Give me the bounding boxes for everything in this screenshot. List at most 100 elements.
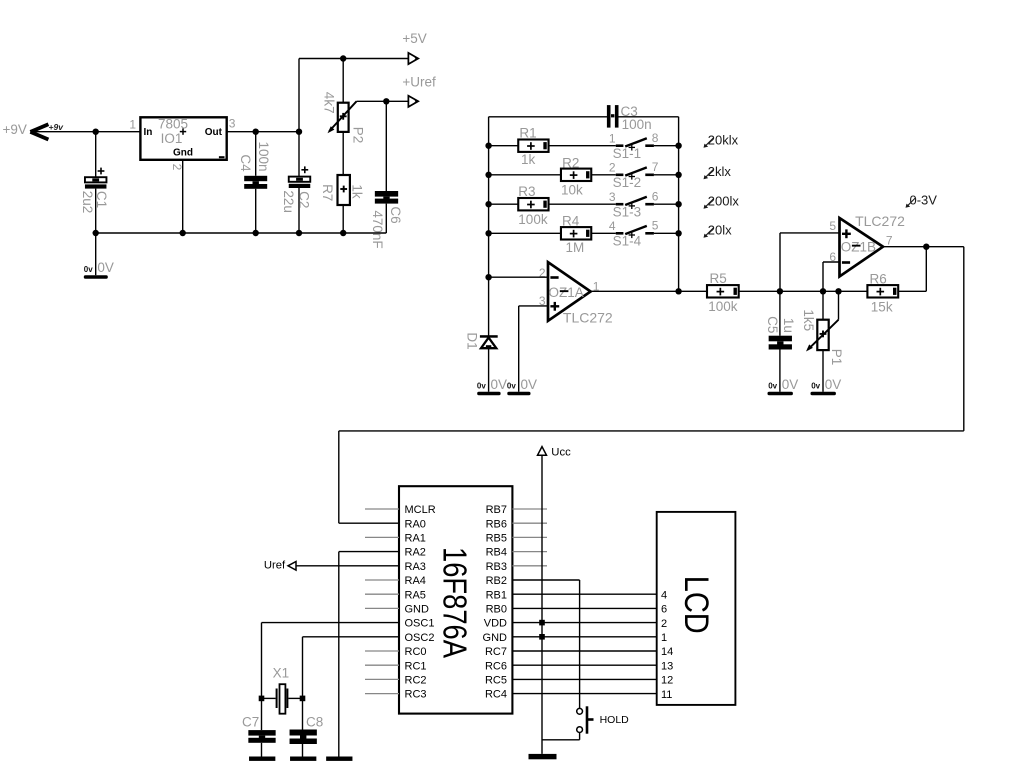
svg-text:3: 3 [539, 294, 546, 308]
svg-text:4: 4 [609, 219, 616, 233]
svg-text:TLC272: TLC272 [563, 309, 613, 325]
svg-text:RC2: RC2 [405, 675, 427, 687]
svg-text:RB0: RB0 [486, 604, 507, 616]
svg-text:C6: C6 [388, 206, 403, 223]
svg-text:1: 1 [593, 280, 600, 294]
svg-text:20lx: 20lx [708, 223, 732, 238]
svg-text:14: 14 [661, 646, 673, 658]
svg-text:0v: 0v [507, 382, 516, 391]
svg-text:S1-4: S1-4 [613, 234, 642, 249]
svg-text:X1: X1 [273, 665, 290, 680]
svg-text:Uref: Uref [264, 559, 286, 571]
svg-text:2klx: 2klx [708, 164, 732, 179]
svg-text:OZ1B: OZ1B [841, 240, 876, 255]
svg-text:1k: 1k [521, 152, 536, 167]
svg-text:6: 6 [652, 190, 659, 204]
svg-text:RC1: RC1 [405, 660, 427, 672]
svg-text:Gnd: Gnd [173, 148, 193, 159]
svg-text:RB4: RB4 [486, 547, 507, 559]
svg-text:R1: R1 [519, 126, 536, 141]
svg-text:11: 11 [661, 689, 672, 701]
svg-text:In: In [144, 127, 153, 138]
svg-text:15k: 15k [871, 299, 893, 314]
svg-text:Out: Out [205, 127, 223, 138]
svg-text:0-3V: 0-3V [910, 192, 938, 207]
svg-text:GND: GND [483, 632, 508, 644]
svg-text:RC4: RC4 [485, 689, 507, 701]
svg-text:C4: C4 [238, 154, 253, 172]
svg-text:C7: C7 [242, 715, 259, 730]
svg-text:0v: 0v [811, 382, 820, 391]
svg-text:HOLD: HOLD [600, 714, 630, 726]
svg-text:5: 5 [829, 219, 836, 233]
svg-text:2: 2 [539, 266, 546, 280]
svg-text:3: 3 [229, 117, 236, 131]
svg-text:C5: C5 [765, 316, 780, 333]
svg-text:RB1: RB1 [486, 589, 507, 601]
svg-text:0V: 0V [97, 260, 114, 275]
svg-text:3: 3 [609, 190, 616, 204]
svg-text:RA0: RA0 [405, 518, 426, 530]
svg-text:RA4: RA4 [405, 575, 426, 587]
svg-text:6: 6 [829, 250, 836, 264]
svg-text:C1: C1 [94, 191, 109, 208]
svg-text:RB5: RB5 [486, 533, 507, 545]
svg-text:RC5: RC5 [485, 675, 507, 687]
svg-text:RB3: RB3 [486, 561, 507, 573]
svg-text:100n: 100n [256, 141, 271, 171]
svg-text:S1-2: S1-2 [613, 175, 642, 190]
svg-text:20klx: 20klx [708, 133, 739, 148]
svg-text:GND: GND [405, 604, 430, 616]
svg-text:S1-1: S1-1 [613, 146, 642, 161]
svg-text:R5: R5 [710, 271, 727, 286]
svg-text:470nF: 470nF [370, 210, 385, 248]
svg-text:0V: 0V [491, 377, 508, 392]
svg-text:RC3: RC3 [405, 689, 427, 701]
svg-text:1: 1 [609, 132, 616, 146]
svg-text:4k7: 4k7 [321, 92, 336, 114]
svg-text:8: 8 [652, 131, 659, 145]
svg-text:VDD: VDD [484, 618, 507, 630]
svg-text:6: 6 [661, 604, 667, 616]
svg-text:1: 1 [129, 118, 136, 132]
svg-text:RB7: RB7 [486, 504, 507, 516]
svg-text:OZ1A: OZ1A [549, 285, 584, 300]
svg-text:2: 2 [170, 164, 184, 171]
svg-text:2u2: 2u2 [80, 191, 95, 214]
svg-text:12: 12 [661, 675, 673, 687]
svg-text:0V: 0V [521, 377, 538, 392]
svg-text:C8: C8 [306, 714, 323, 729]
svg-text:RB2: RB2 [486, 575, 507, 587]
svg-text:1: 1 [661, 632, 667, 644]
svg-text:OSC2: OSC2 [405, 632, 435, 644]
svg-text:P2: P2 [351, 127, 366, 144]
svg-text:C2: C2 [297, 191, 312, 208]
svg-text:RC0: RC0 [405, 646, 427, 658]
svg-text:OSC1: OSC1 [405, 618, 435, 630]
svg-text:RA1: RA1 [405, 533, 426, 545]
svg-text:R4: R4 [562, 213, 580, 228]
svg-text:7: 7 [886, 233, 893, 247]
svg-text:100k: 100k [708, 299, 738, 314]
svg-text:MCLR: MCLR [405, 504, 436, 516]
svg-text:22u: 22u [281, 190, 296, 213]
svg-text:7805: 7805 [158, 116, 188, 131]
svg-text:R2: R2 [562, 155, 579, 170]
svg-text:0V: 0V [825, 377, 842, 392]
svg-text:1u: 1u [781, 318, 796, 333]
svg-text:4: 4 [661, 589, 667, 601]
svg-text:+9v: +9v [49, 122, 65, 132]
svg-text:+Uref: +Uref [402, 75, 436, 90]
svg-text:D1: D1 [465, 332, 480, 349]
svg-text:R7: R7 [320, 184, 335, 201]
svg-text:16F876A: 16F876A [436, 547, 473, 659]
svg-text:0v: 0v [477, 382, 486, 391]
svg-text:LCD: LCD [677, 576, 715, 634]
svg-text:1M: 1M [566, 240, 585, 255]
svg-text:10k: 10k [561, 183, 583, 198]
svg-text:RB6: RB6 [486, 518, 507, 530]
svg-text:200lx: 200lx [708, 194, 740, 209]
svg-text:RC7: RC7 [485, 646, 507, 658]
svg-text:100k: 100k [518, 212, 548, 227]
svg-text:5: 5 [652, 219, 659, 233]
